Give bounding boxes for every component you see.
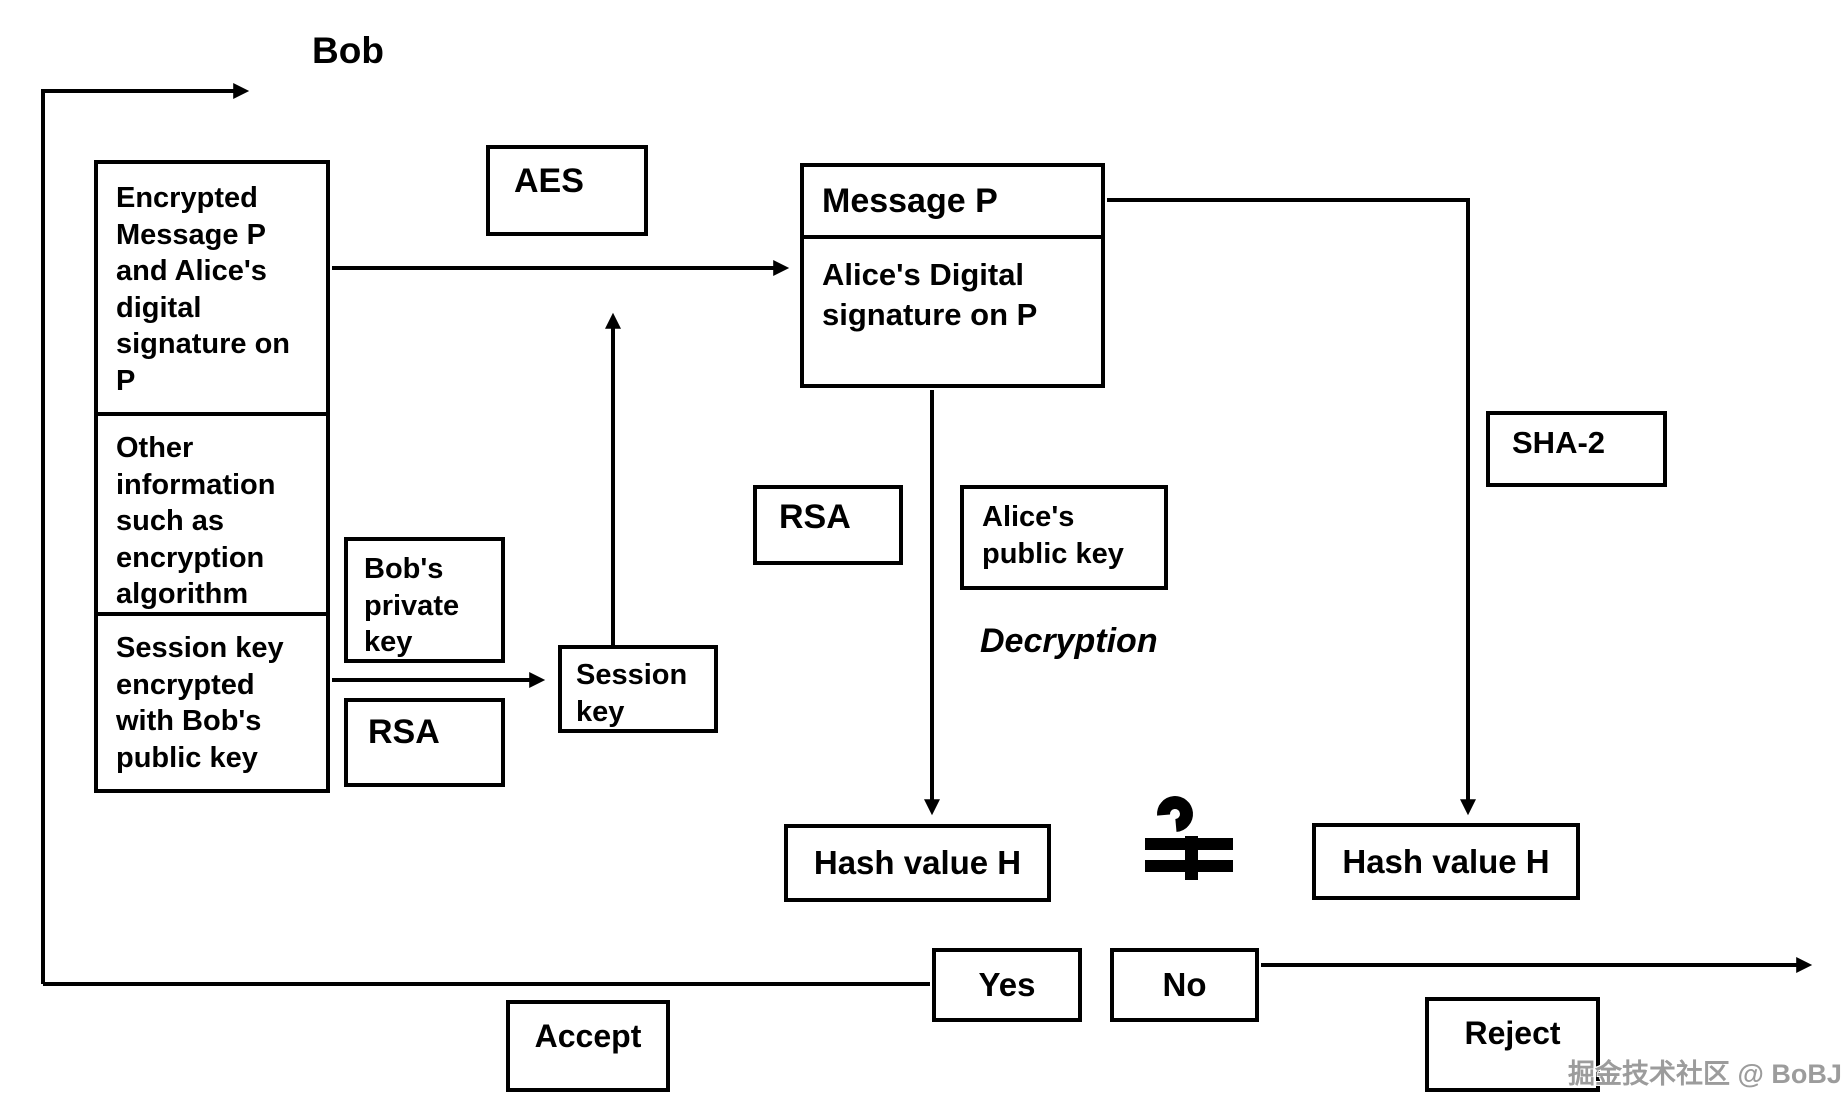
message-p-cell-signature: Alice's Digital signature on P bbox=[822, 257, 1038, 332]
rsa-left-box: RSA bbox=[344, 698, 505, 787]
session-key-box: Session key bbox=[558, 645, 718, 733]
received-package-cell-other-info: Other information such as encryption alg… bbox=[98, 412, 326, 612]
arrow-message-p-to-hash-right-via-sha2 bbox=[1107, 198, 1476, 816]
received-package-cell-session-key: Session key encrypted with Bob's public … bbox=[98, 612, 326, 789]
message-p-cell-top: Message P bbox=[804, 167, 1101, 239]
alices-public-key-box: Alice's public key bbox=[960, 485, 1168, 590]
rsa-middle-box: RSA bbox=[753, 485, 903, 565]
message-p-box: Message P Alice's Digital signature on P bbox=[800, 163, 1105, 388]
hash-value-right-box: Hash value H bbox=[1312, 823, 1580, 900]
sha2-box: SHA-2 bbox=[1486, 411, 1667, 487]
watermark-text: 掘金技术社区 @ BoBJ bbox=[1568, 1059, 1842, 1089]
equals-bar-top bbox=[1145, 838, 1233, 850]
question-equals-icon bbox=[1145, 788, 1233, 886]
received-package-cell-encrypted-message: Encrypted Message P and Alice's digital … bbox=[116, 182, 291, 397]
hash-value-left-box: Hash value H bbox=[784, 824, 1051, 902]
received-package-box: Encrypted Message P and Alice's digital … bbox=[94, 160, 330, 793]
decryption-label: Decryption bbox=[980, 622, 1158, 660]
aes-box: AES bbox=[486, 145, 648, 236]
yes-box: Yes bbox=[932, 948, 1082, 1022]
reject-box: Reject bbox=[1425, 997, 1600, 1092]
accept-box: Accept bbox=[506, 1000, 670, 1092]
no-box: No bbox=[1110, 948, 1259, 1022]
actor-label: Bob bbox=[312, 30, 384, 71]
bobs-private-key-box: Bob's private key bbox=[344, 537, 505, 663]
equals-bar-bottom bbox=[1145, 860, 1233, 872]
question-hook-shape bbox=[1149, 788, 1201, 840]
